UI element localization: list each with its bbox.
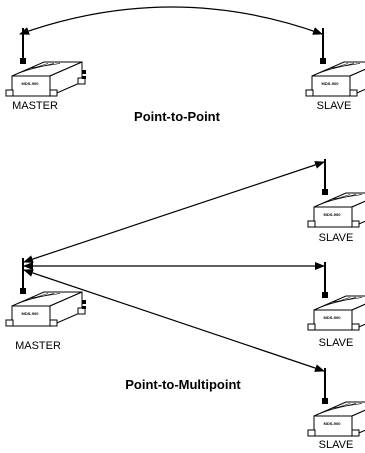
svg-text:MDS-900: MDS-900 [22, 81, 40, 86]
point-to-multipoint-title: Point-to-Multipoint [125, 377, 241, 392]
multipoint-link-1 [23, 161, 325, 263]
slave-label-top: SLAVE [316, 100, 352, 112]
slave-radio-1: MDS-900 [307, 158, 365, 228]
slave-radio-3: MDS-900 [307, 367, 365, 437]
master-radio-multipoint: MDS-900 [5, 257, 87, 327]
slave-label-2: SLAVE [318, 337, 354, 349]
slave-radio-2: MDS-900 [307, 261, 365, 331]
slave-radio-top: MDS-900 [305, 27, 365, 97]
svg-text:MDS-900: MDS-900 [322, 81, 340, 86]
master-label-top: MASTER [12, 100, 58, 112]
svg-text:MDS-900: MDS-900 [324, 421, 342, 426]
master-radio-top: MDS-900 [5, 27, 87, 97]
point-to-point-link [19, 6, 323, 35]
master-label-multipoint: MASTER [15, 340, 61, 352]
slave-label-3: SLAVE [318, 439, 354, 451]
svg-text:MDS-900: MDS-900 [324, 212, 342, 217]
multipoint-link-3 [23, 269, 325, 372]
svg-text:MDS-900: MDS-900 [324, 315, 342, 320]
point-to-point-title: Point-to-Point [134, 109, 220, 124]
slave-label-1: SLAVE [318, 232, 354, 244]
svg-text:MDS-900: MDS-900 [22, 311, 40, 316]
